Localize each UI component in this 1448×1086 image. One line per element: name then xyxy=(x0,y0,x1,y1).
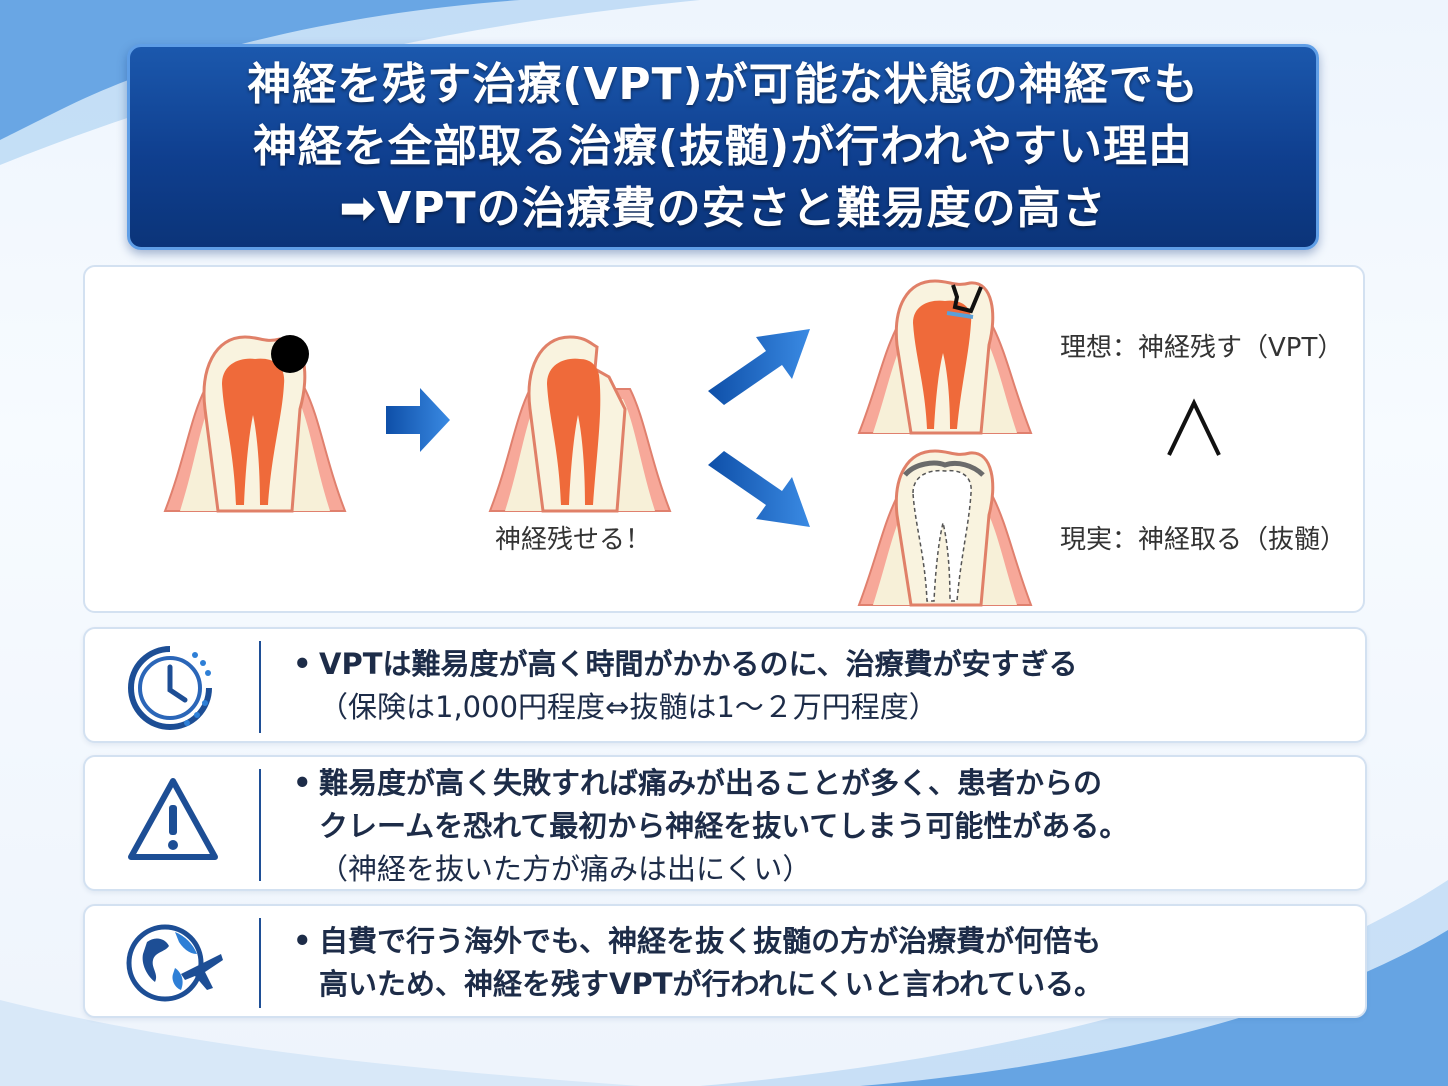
arrow-down-right-icon xyxy=(708,451,810,527)
reason-text-overseas: •自費で行う海外でも、神経を抜く抜髄の方が治療費が何倍も 高いため、神経を残すV… xyxy=(293,920,1345,1006)
diagram-panel: 神経残せる！ 理想：神経残す（VPT） 現実：神経取る（抜髄） xyxy=(83,265,1365,613)
comparison-symbol-icon xyxy=(1167,398,1221,456)
title-line-2: 神経を全部取る治療(抜髄)が行われやすい理由 xyxy=(252,121,1194,172)
title-line-3: ➡VPTの治療費の安さと難易度の高さ xyxy=(339,183,1107,234)
title-line-1: 神経を残す治療(VPT)が可能な状態の神経でも xyxy=(247,59,1199,110)
reason-overseas-line-2: 高いため、神経を残すVPTが行われにくいと言われている。 xyxy=(319,967,1104,1001)
bullet: • xyxy=(293,766,312,800)
reason-overseas-line-1: 自費で行う海外でも、神経を抜く抜髄の方が治療費が何倍も xyxy=(319,924,1102,958)
vpt-tooth-icon xyxy=(857,279,1033,435)
arrow-right-icon xyxy=(386,388,450,452)
warning-icon xyxy=(128,778,218,860)
label-ideal: 理想：神経残す（VPT） xyxy=(1060,333,1344,363)
reason-card-cost: •VPTは難易度が高く時間がかかるのに、治療費が安すぎる （保険は1,000円程… xyxy=(83,627,1367,743)
reason-text-cost: •VPTは難易度が高く時間がかかるのに、治療費が安すぎる （保険は1,000円程… xyxy=(293,643,1345,729)
reason-cost-line-1: VPTは難易度が高く時間がかかるのに、治療費が安すぎる xyxy=(319,647,1078,681)
decayed-tooth-icon xyxy=(163,335,347,513)
label-reality: 現実：神経取る（抜髄） xyxy=(1060,525,1347,555)
card-divider xyxy=(259,641,261,733)
reason-risk-line-3: （神経を抜いた方が痛みは出にくい） xyxy=(319,852,812,886)
title-banner: 神経を残す治療(VPT)が可能な状態の神経でも 神経を全部取る治療(抜髄)が行わ… xyxy=(127,44,1319,250)
root-canal-tooth-icon xyxy=(857,449,1033,607)
reason-cost-line-2: （保険は1,000円程度⇔抜髄は1～２万円程度） xyxy=(319,690,938,724)
reason-card-overseas: •自費で行う海外でも、神経を抜く抜髄の方が治療費が何倍も 高いため、神経を残すV… xyxy=(83,904,1367,1018)
arrow-up-right-icon xyxy=(708,329,810,405)
reason-text-risk: •難易度が高く失敗すれば痛みが出ることが多く、患者からの クレームを恐れて最初か… xyxy=(293,762,1345,891)
clock-icon xyxy=(128,646,212,730)
prepared-tooth-icon xyxy=(488,335,672,513)
bullet: • xyxy=(293,647,312,681)
globe-airplane-icon xyxy=(126,924,223,1002)
card-divider xyxy=(259,918,261,1008)
caption-can-keep-nerve: 神経残せる！ xyxy=(495,525,652,555)
reason-risk-line-2: クレームを恐れて最初から神経を抜いてしまう可能性がある。 xyxy=(319,809,1129,843)
bullet: • xyxy=(293,924,312,958)
card-divider xyxy=(259,769,261,881)
reason-risk-line-1: 難易度が高く失敗すれば痛みが出ることが多く、患者からの xyxy=(319,766,1103,800)
reason-card-risk: •難易度が高く失敗すれば痛みが出ることが多く、患者からの クレームを恐れて最初か… xyxy=(83,755,1367,891)
